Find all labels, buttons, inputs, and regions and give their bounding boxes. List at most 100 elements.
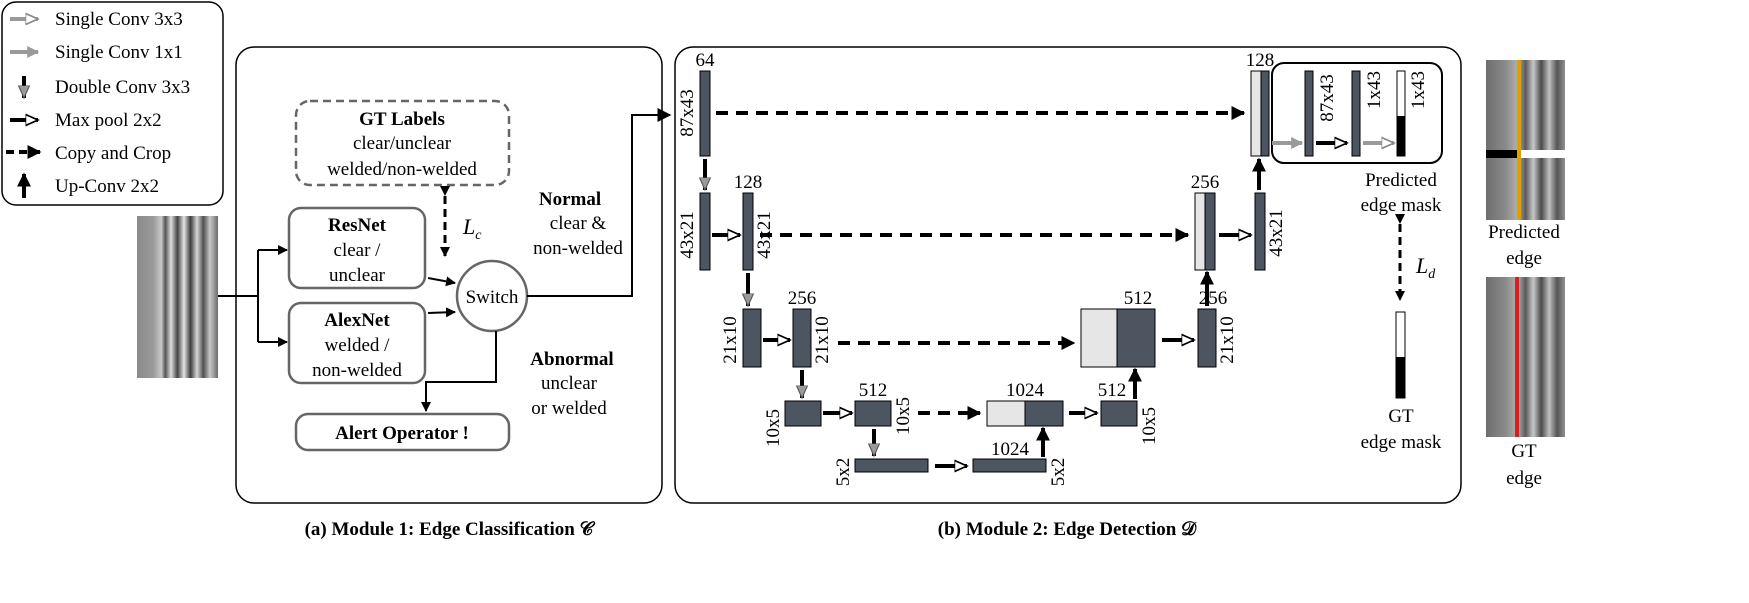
predicted-edge-line1: Predicted (1488, 222, 1560, 243)
channel-label: 1024 (1006, 380, 1045, 401)
channel-label: 256 (1191, 172, 1220, 193)
module-1-caption: (a) Module 1: Edge Classification 𝒞 (305, 519, 596, 540)
switch-label: Switch (466, 287, 519, 308)
enc1-block (699, 70, 711, 157)
predicted-edge-line2: edge (1506, 248, 1542, 269)
predicted-mask-line2: edge mask (1361, 195, 1442, 216)
dim-label: 43x21 (677, 211, 698, 259)
channel-label: 512 (859, 380, 888, 401)
channel-label: 1024 (991, 439, 1030, 460)
normal-line1: clear & (550, 213, 607, 234)
gt-labels-box (294, 99, 511, 187)
dim-label: 43x21 (754, 211, 775, 259)
dim-label: 5x2 (1048, 458, 1069, 487)
head-output-fill (1397, 116, 1405, 156)
legend-label: Single Conv 1x1 (55, 42, 183, 63)
alexnet-line2: non-welded (312, 360, 402, 381)
abnormal-line1: unclear (541, 373, 598, 394)
gt-edge-line1: GT (1511, 441, 1537, 462)
enc2b-block (742, 192, 754, 271)
enc4b-block (854, 400, 892, 427)
dec2-up-block (1204, 192, 1216, 271)
alexnet-box (287, 301, 427, 385)
legend-frame (1, 1, 224, 206)
dec2-copy-block (1194, 192, 1206, 271)
dim-label: 87x43 (677, 89, 698, 137)
dim-label: 43x21 (1266, 209, 1287, 257)
input-image (137, 216, 218, 378)
module-2-frame (674, 46, 1462, 504)
resnet-to-switch-arrow (427, 276, 456, 287)
predicted-edge-image (1486, 60, 1565, 220)
channel-label: 256 (788, 288, 817, 309)
abnormal-line2: or welded (531, 398, 607, 419)
head-conv2-block (1351, 70, 1361, 157)
dim-label: 21x10 (812, 316, 833, 364)
gt-labels-title: GT Labels (359, 109, 445, 130)
enc3b-block (792, 308, 812, 368)
dec1-copy-block (1250, 70, 1262, 157)
abnormal-title: Abnormal (530, 349, 613, 370)
channel-label: 512 (1124, 288, 1153, 309)
dec3-conv-block (1197, 308, 1217, 368)
resnet-box (287, 206, 427, 290)
predicted-edge-overlay (1486, 150, 1517, 158)
enc2a-block (699, 192, 711, 271)
module-1: GT Labels clear/unclear welded/non-welde… (218, 46, 672, 504)
dec2-conv-block (1254, 192, 1266, 271)
gt-mask-fill (1396, 357, 1405, 398)
dec4-conv-block (1100, 400, 1138, 427)
normal-path-arrow (527, 108, 672, 297)
alexnet-to-switch-arrow (427, 307, 456, 318)
channel-label: 64 (696, 50, 716, 71)
gt-edge-image (1486, 277, 1565, 437)
legend-label: Double Conv 3x3 (55, 77, 190, 98)
resnet-title: ResNet (328, 215, 387, 236)
abnormal-path-arrow (421, 331, 497, 412)
dec4-copy-block (986, 400, 1026, 427)
legend-label: Max pool 2x2 (55, 110, 162, 131)
dec4-up-block (1024, 400, 1064, 427)
dim-label: 21x10 (1217, 316, 1238, 364)
alexnet-title: AlexNet (324, 310, 390, 331)
gt-edge-photo (1486, 277, 1565, 437)
gt-labels-line1: clear/unclear (353, 133, 452, 154)
legend: Single Conv 3x3 Single Conv 1x1 Double C… (1, 1, 224, 206)
channel-label: 512 (1098, 380, 1127, 401)
dim-label: 1x43 (1364, 71, 1385, 109)
loss-c-label: Lc (462, 214, 482, 243)
dim-label: 1x43 (1408, 71, 1429, 109)
dim-label: 10x5 (1139, 407, 1160, 445)
predicted-edge-photo (1486, 60, 1565, 220)
predicted-edge-line (1517, 60, 1521, 220)
loss-d-label: Ld (1415, 253, 1436, 282)
dim-label: 10x5 (763, 409, 784, 447)
gt-mask-line2: edge mask (1361, 432, 1442, 453)
dim-label: 10x5 (893, 397, 914, 435)
gt-labels-line2: welded/non-welded (327, 159, 477, 180)
alert-box (294, 412, 511, 452)
predicted-mask-line1: Predicted (1365, 170, 1437, 191)
module-2: 64 128 256 512 1024 1024 512 512 256 256… (674, 46, 1462, 504)
bottleneck-b-block (972, 458, 1047, 473)
enc3a-block (742, 308, 762, 368)
gt-mask-line1: GT (1388, 406, 1414, 427)
dec1-up-block (1260, 70, 1270, 157)
bottleneck-a-block (854, 458, 929, 473)
legend-label: Single Conv 3x3 (55, 9, 183, 30)
dim-label: 21x10 (720, 316, 741, 364)
predicted-edge-overlay-white (1517, 150, 1565, 158)
dim-label: 5x2 (833, 458, 854, 487)
dec3-up-block (1116, 308, 1156, 368)
legend-label: Up-Conv 2x2 (55, 176, 159, 197)
module-1-frame (235, 46, 663, 504)
resnet-line2: unclear (329, 265, 386, 286)
gt-edge-line2: edge (1506, 468, 1542, 489)
head-box (1271, 62, 1443, 164)
dim-label: 87x43 (1317, 74, 1338, 122)
alert-label: Alert Operator ! (335, 423, 469, 444)
channel-label: 128 (1246, 50, 1275, 71)
module-2-caption: (b) Module 2: Edge Detection 𝒟 (938, 519, 1197, 540)
enc4a-block (784, 400, 822, 427)
